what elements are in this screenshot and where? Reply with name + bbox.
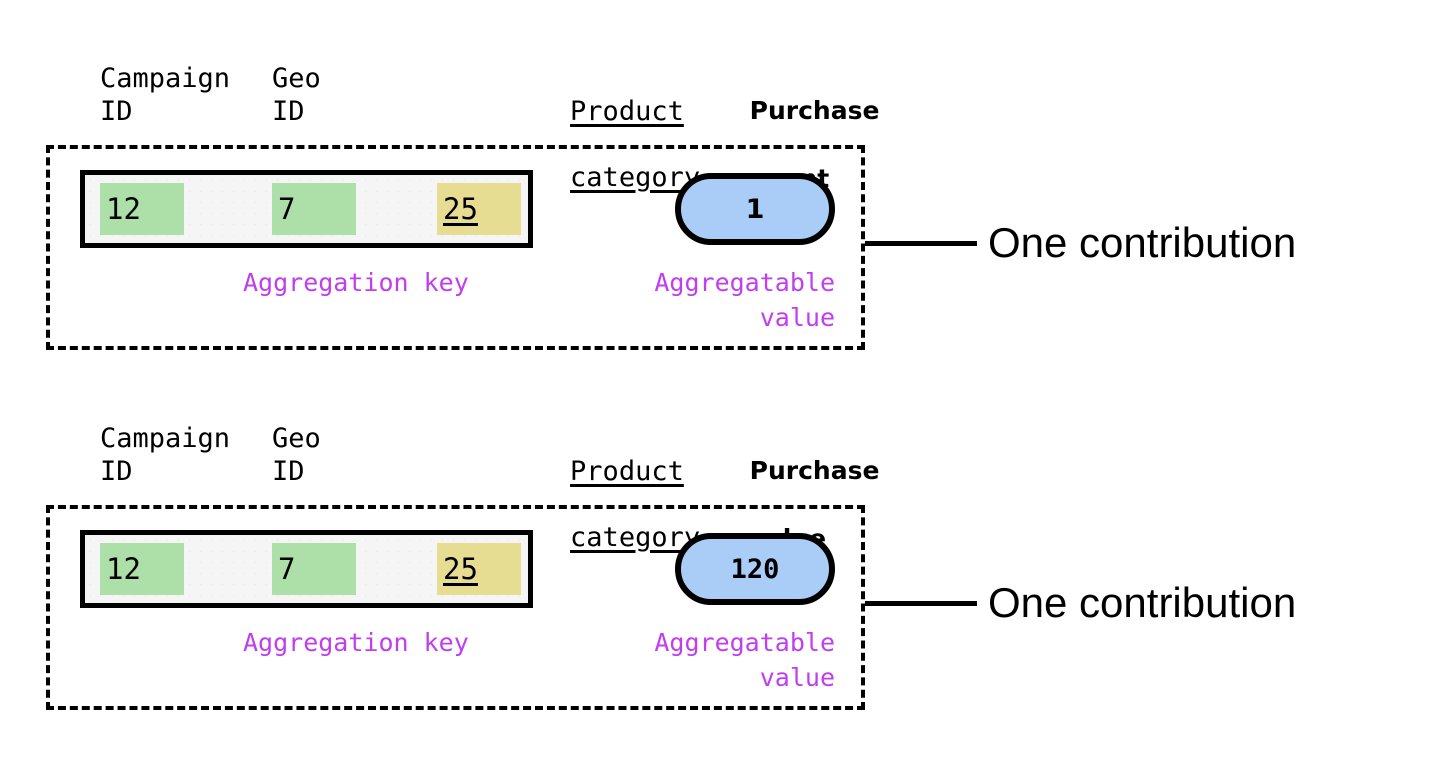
key-cell-geo-id: 7 — [272, 183, 356, 235]
key-cell-product-category: 25 — [437, 543, 521, 595]
key-cell-campaign-id: 12 — [100, 543, 184, 595]
header-product-category: Product category — [440, 422, 700, 587]
aggregatable-value-pill: 1 — [675, 173, 835, 245]
callout-connector-line — [865, 241, 977, 246]
key-cell-geo-id: 7 — [272, 543, 356, 595]
header-metric-line1: Purchase — [749, 456, 880, 485]
header-campaign-id: Campaign ID — [100, 423, 231, 487]
key-cell-product-category-value: 25 — [443, 552, 478, 586]
column-headers: Campaign ID Geo ID Product category Purc… — [0, 415, 900, 553]
header-product-category-line1: Product — [570, 456, 684, 487]
contribution-boundary — [46, 145, 865, 350]
key-cell-product-category: 25 — [437, 183, 521, 235]
header-product-category: Product category — [440, 62, 700, 227]
contribution-boundary — [46, 505, 865, 710]
annotation-aggregatable-value: Aggregatable value — [654, 628, 835, 692]
callout-label: One contribution — [988, 219, 1297, 266]
header-geo-id: Geo ID — [272, 423, 321, 487]
callout-label: One contribution — [988, 579, 1297, 626]
header-metric-line1: Purchase — [749, 96, 880, 125]
key-cell-product-category-value: 25 — [443, 192, 478, 226]
callout-connector-line — [865, 601, 977, 606]
annotation-aggregatable-value: Aggregatable value — [654, 268, 835, 332]
annotation-aggregation-key: Aggregation key — [243, 628, 469, 657]
header-product-category-line2: category — [570, 162, 701, 193]
header-campaign-id: Campaign ID — [100, 63, 231, 127]
header-geo-id: Geo ID — [272, 63, 321, 127]
column-headers: Campaign ID Geo ID Product category Purc… — [0, 55, 900, 193]
annotation-aggregation-key: Aggregation key — [243, 268, 469, 297]
key-cell-campaign-id: 12 — [100, 183, 184, 235]
header-product-category-line1: Product — [570, 96, 684, 127]
aggregatable-value-pill: 120 — [675, 533, 835, 605]
header-product-category-line2: category — [570, 522, 701, 553]
